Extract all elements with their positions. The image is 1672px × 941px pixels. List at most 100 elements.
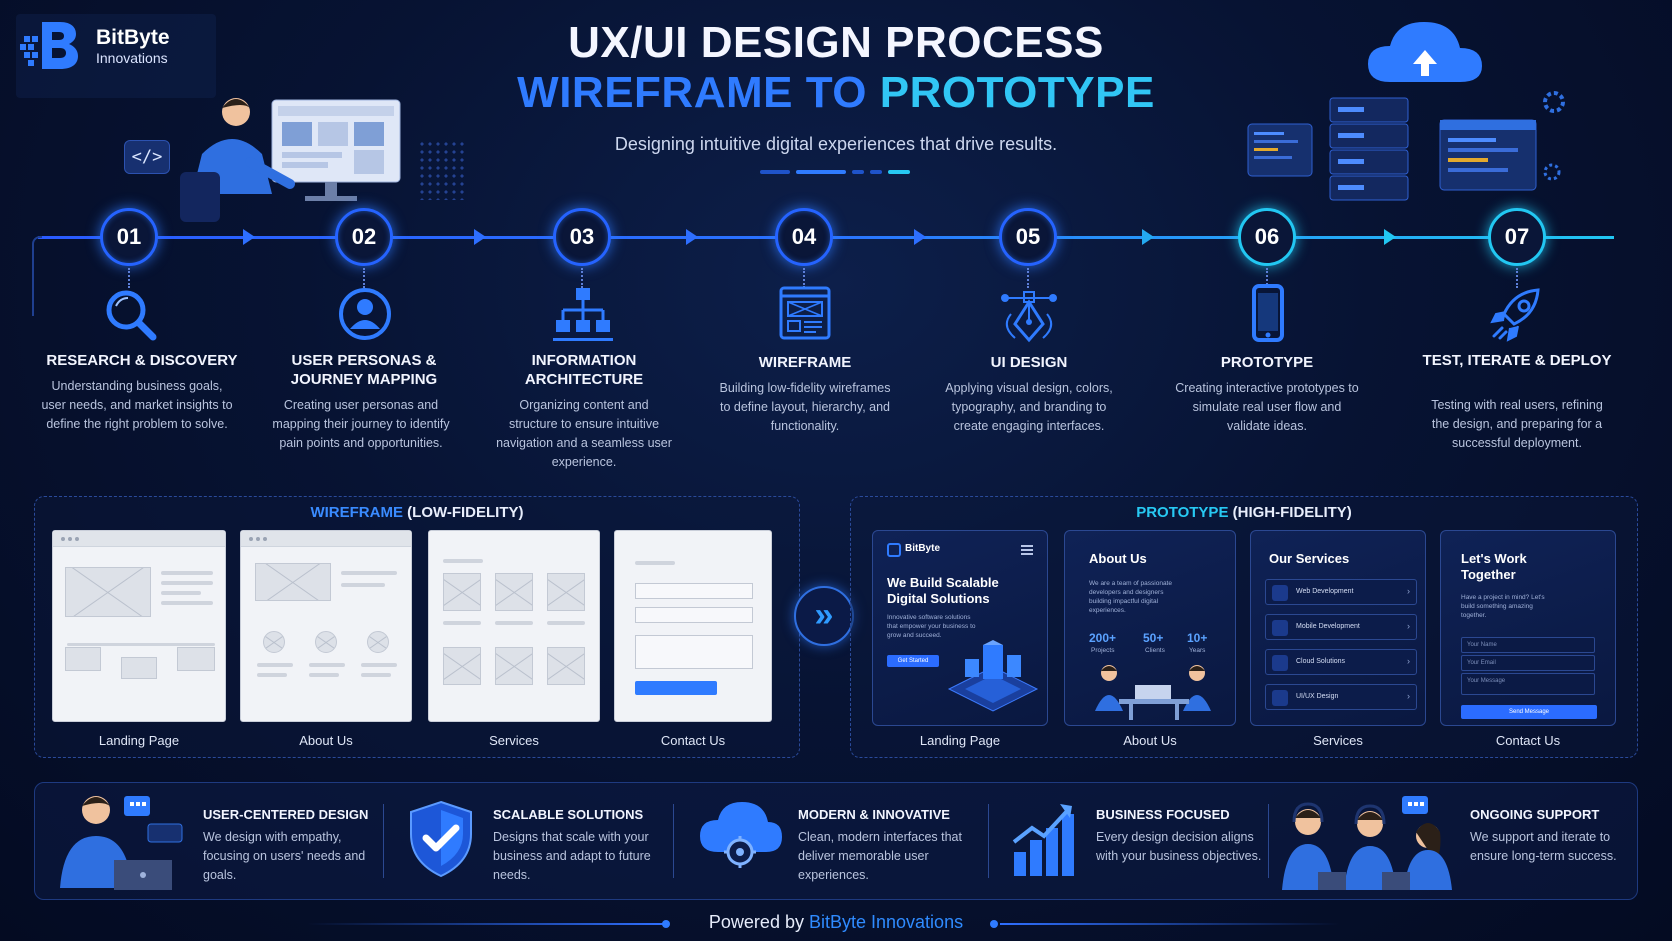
wireframe-card-about[interactable] bbox=[240, 530, 412, 722]
prototype-card-about[interactable]: About Us We are a team of passionate dev… bbox=[1064, 530, 1236, 726]
step-number-05[interactable]: 05 bbox=[999, 208, 1057, 266]
timeline-arrow-icon bbox=[686, 229, 698, 245]
tagline-decoration bbox=[870, 170, 882, 174]
stat-label: Projects bbox=[1091, 647, 1115, 654]
feature-title-business: BUSINESS FOCUSED bbox=[1096, 807, 1230, 822]
footer-credit: Powered by BitByte Innovations bbox=[0, 912, 1672, 933]
page-subtitle: WIREFRAME TO PROTOTYPE bbox=[0, 68, 1672, 118]
service-label: Cloud Solutions bbox=[1296, 658, 1346, 665]
service-item-mobile[interactable]: Mobile Development› bbox=[1265, 614, 1417, 640]
email-input[interactable]: Your Email bbox=[1461, 655, 1595, 671]
wireframe-label-landing: Landing Page bbox=[98, 733, 180, 748]
footer-prefix: Powered by bbox=[708, 912, 804, 932]
subtitle-part-prototype: PROTOTYPE bbox=[879, 68, 1155, 117]
prototype-about-body: We are a team of passionate developers a… bbox=[1089, 580, 1172, 614]
code-tag-badge: </> bbox=[124, 140, 170, 174]
prototype-card-landing[interactable]: BitByte We Build Scalable Digital Soluti… bbox=[872, 530, 1048, 726]
chevron-right-icon: › bbox=[1407, 586, 1410, 596]
step-number-03[interactable]: 03 bbox=[553, 208, 611, 266]
get-started-button[interactable]: Get Started bbox=[887, 655, 939, 667]
step-desc-07: Testing with real users, refining the de… bbox=[1431, 398, 1603, 450]
sitemap-icon bbox=[553, 288, 613, 341]
prototype-contact-body: Have a project in mind? Let's build some… bbox=[1461, 594, 1545, 619]
timeline-arrow-icon bbox=[243, 229, 255, 245]
service-label: Mobile Development bbox=[1296, 623, 1360, 630]
name-input[interactable]: Your Name bbox=[1461, 637, 1595, 653]
prototype-contact-heading: Let's Work Together bbox=[1461, 551, 1527, 582]
wireframe-label-about: About Us bbox=[299, 733, 353, 748]
page-title: UX/UI DESIGN PROCESS bbox=[568, 18, 1104, 67]
wireframe-title-rest: (LOW-FIDELITY) bbox=[407, 504, 524, 521]
feature-title-scalable: SCALABLE SOLUTIONS bbox=[493, 807, 644, 822]
pen-tool-icon bbox=[1001, 291, 1057, 343]
cloud-gear-icon bbox=[700, 802, 782, 868]
timeline-arrow-icon bbox=[1384, 229, 1396, 245]
step-desc-04: Building low-fidelity wireframes to defi… bbox=[719, 381, 891, 433]
message-input[interactable]: Your Message bbox=[1461, 673, 1595, 695]
step-connector bbox=[803, 268, 805, 288]
step-number-02[interactable]: 02 bbox=[335, 208, 393, 266]
feature-divider bbox=[1268, 804, 1269, 878]
step-number-06[interactable]: 06 bbox=[1238, 208, 1296, 266]
timeline-arrow-icon bbox=[914, 229, 926, 245]
service-item-web[interactable]: Web Development › bbox=[1265, 579, 1417, 605]
wireframe-label-contact: Contact Us bbox=[660, 733, 726, 748]
step-number-04[interactable]: 04 bbox=[775, 208, 833, 266]
prototype-title-highlight: PROTOTYPE bbox=[1136, 504, 1229, 521]
send-message-button[interactable]: Send Message bbox=[1461, 705, 1597, 719]
prototype-landing-brand: BitByte bbox=[905, 543, 941, 554]
footer-dot bbox=[990, 920, 998, 928]
footer-line-left bbox=[306, 923, 666, 925]
team-meeting-illustration bbox=[1095, 665, 1211, 720]
feature-desc-business: Every design decision aligns with your b… bbox=[1096, 830, 1262, 863]
service-item-cloud[interactable]: Cloud Solutions› bbox=[1265, 649, 1417, 675]
step-number-01[interactable]: 01 bbox=[100, 208, 158, 266]
brand-subtitle: Innovations bbox=[96, 50, 168, 66]
feature-desc-scalable: Designs that scale with your business an… bbox=[493, 830, 651, 882]
menu-icon[interactable] bbox=[1021, 545, 1033, 555]
wireframe-card-landing[interactable] bbox=[52, 530, 226, 722]
feature-desc-modern: Clean, modern interfaces that deliver me… bbox=[798, 830, 962, 882]
brand-name: BitByte bbox=[96, 26, 170, 49]
wireframe-card-services[interactable] bbox=[428, 530, 600, 722]
step-desc-05: Applying visual design, colors, typograp… bbox=[945, 381, 1113, 433]
feature-title-support: ONGOING SUPPORT bbox=[1470, 807, 1600, 822]
design-icon bbox=[1272, 690, 1288, 706]
prototype-title-rest: (HIGH-FIDELITY) bbox=[1232, 504, 1352, 521]
wireframe-label-services: Services bbox=[489, 733, 539, 748]
bar-chart-growth-icon bbox=[1012, 804, 1074, 876]
step-title-06: PROTOTYPE bbox=[1220, 354, 1314, 371]
designer-at-desk-illustration bbox=[180, 98, 401, 222]
service-item-uiux[interactable]: UI/UX Design› bbox=[1265, 684, 1417, 710]
wireframe-panel-title: WIREFRAME (LOW-FIDELITY) bbox=[34, 504, 800, 521]
prototype-about-heading: About Us bbox=[1089, 551, 1147, 566]
prototype-landing-heading: We Build Scalable Digital Solutions bbox=[887, 575, 999, 606]
step-connector bbox=[1027, 268, 1029, 288]
timeline-arrow-icon bbox=[474, 229, 486, 245]
step-number-07[interactable]: 07 bbox=[1488, 208, 1546, 266]
prototype-label-services: Services bbox=[1313, 733, 1363, 748]
footer-line-right bbox=[1000, 923, 1340, 925]
prototype-card-services[interactable]: Our Services Web Development› Mobile Dev… bbox=[1250, 530, 1426, 726]
transition-arrow-button[interactable]: » bbox=[794, 586, 854, 646]
wireframe-icon bbox=[779, 286, 831, 340]
footer-brand-link[interactable]: BitByte Innovations bbox=[808, 912, 964, 932]
isometric-platform-illustration bbox=[947, 640, 1039, 712]
wireframe-card-contact[interactable] bbox=[614, 530, 772, 722]
service-label: Web Development bbox=[1296, 588, 1354, 595]
dot-grid-decoration bbox=[418, 140, 468, 200]
step-desc-03: Organizing content and structure to ensu… bbox=[496, 398, 672, 469]
prototype-label-contact: Contact Us bbox=[1495, 733, 1561, 748]
step-connector bbox=[581, 268, 583, 288]
step-title-05: UI DESIGN bbox=[990, 354, 1068, 371]
feature-title-user-centered: USER-CENTERED DESIGN bbox=[203, 807, 369, 822]
prototype-label-about: About Us bbox=[1123, 733, 1177, 748]
cloud-servers-illustration bbox=[1247, 22, 1565, 201]
prototype-card-contact[interactable]: Let's Work Together Have a project in mi… bbox=[1440, 530, 1616, 726]
step-title-02: USER PERSONAS & JOURNEY MAPPING bbox=[290, 352, 438, 388]
tagline-decoration bbox=[760, 170, 790, 174]
user-icon bbox=[339, 288, 391, 340]
feature-desc-support: We support and iterate to ensure long-te… bbox=[1470, 830, 1617, 863]
stat-value: 10+ bbox=[1187, 631, 1208, 645]
shield-check-icon bbox=[410, 800, 472, 878]
